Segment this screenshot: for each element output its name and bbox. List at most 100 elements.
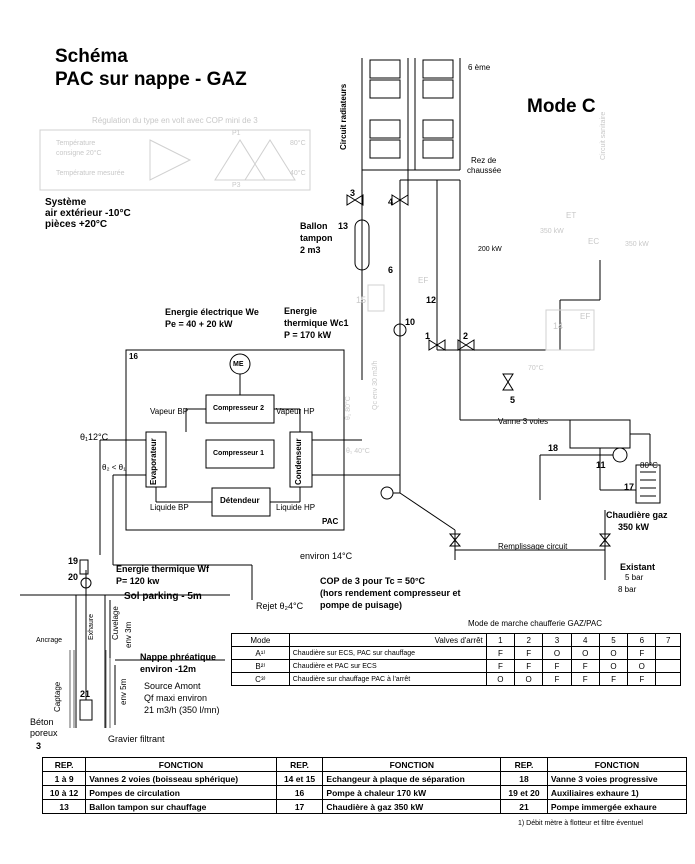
reference-table: REP. FONCTION REP. FONCTION REP. FONCTIO… xyxy=(41,757,688,814)
num-3: 3 xyxy=(350,188,356,198)
faint-p1: P1 xyxy=(232,130,241,137)
pac-me: ME xyxy=(233,361,244,368)
faint-15: 15 xyxy=(356,295,367,305)
col-5: 5 xyxy=(598,633,629,647)
circuit-radiateurs: Circuit radiateurs xyxy=(339,83,348,150)
ref-cell: Auxiliaires exhaure 1) xyxy=(546,785,688,800)
ref-cell: Vannes 2 voies (boisseau sphérique) xyxy=(85,771,277,786)
ballon-tampon xyxy=(354,219,370,271)
faint-qc: Qc env 30 m3/h xyxy=(372,360,379,410)
faint-regulation: Régulation du type en volt avec COP mini… xyxy=(92,116,258,125)
faint-14: 14 xyxy=(553,321,564,331)
ref-cell: 19 et 20 xyxy=(500,785,548,800)
ref-head: FONCTION xyxy=(85,757,277,772)
pac-label: PAC xyxy=(322,517,339,526)
num-6: 6 xyxy=(388,265,394,275)
cell: O xyxy=(627,659,657,673)
regulation-diagram-faint xyxy=(39,129,595,351)
ref-cell: 16 xyxy=(275,785,324,800)
source-line1: Source Amont xyxy=(144,681,201,691)
nappe-line1: Nappe phréatique xyxy=(140,652,217,662)
row-mode: A¹⁾ xyxy=(231,646,290,660)
row-desc: Chaudière et PAC sur ECS xyxy=(288,659,487,673)
chaudiere-line1: Chaudière gaz xyxy=(606,510,668,520)
ballon-line3: 2 m3 xyxy=(300,245,321,255)
chaudiere-line2: 350 kW xyxy=(618,522,650,532)
ref-head: FONCTION xyxy=(546,757,688,772)
well-env3m: env 3m xyxy=(124,621,133,648)
p200-label: 200 kW xyxy=(478,246,502,253)
mode-head: Mode xyxy=(231,633,290,647)
ref-cell: 17 xyxy=(275,799,324,814)
pac-evaporateur: Evaporateur xyxy=(149,438,158,485)
ref-head: FONCTION xyxy=(322,757,502,772)
cop-line1: COP de 3 pour Tc = 50°C xyxy=(320,576,426,586)
col-3: 3 xyxy=(542,633,572,647)
energie-therm-c-line2: thermique Wc1 xyxy=(284,318,349,328)
ref-cell: Vanne 3 voies progressive xyxy=(546,771,688,786)
num-4: 4 xyxy=(388,197,394,207)
valves xyxy=(346,194,612,547)
cell: F xyxy=(570,659,600,673)
row-desc: Chaudière sur chauffage PAC à l'arrêt xyxy=(288,672,487,686)
table-row: C³⁾ Chaudière sur chauffage PAC à l'arrê… xyxy=(231,672,681,686)
table-row: 13 Ballon tampon sur chauffage 17 Chaudi… xyxy=(41,799,688,814)
faint-t70: 70°C xyxy=(528,365,544,372)
pac-liquide-hp: Liquide HP xyxy=(276,503,316,512)
ref-cell: 14 et 15 xyxy=(275,771,324,786)
energie-wf-line1: Energie thermique Wf xyxy=(116,564,210,574)
mode-table-title: Mode de marche chaufferie GAZ/PAC xyxy=(468,619,602,628)
source-line3: 21 m3/h (350 l/mn) xyxy=(144,705,220,715)
pump-10 xyxy=(393,323,407,337)
pump-11 xyxy=(612,447,628,463)
sol-parking: Sol parking - 5m xyxy=(124,591,202,602)
systeme-line1: Système xyxy=(45,197,87,208)
pac-comp1: Compresseur 1 xyxy=(213,450,264,457)
pump-bottom xyxy=(380,486,394,500)
rez-line2: chaussée xyxy=(467,166,502,175)
row-desc: Chaudière sur ECS, PAC sur chauffage xyxy=(288,646,487,660)
systeme-line3: pièces +20°C xyxy=(45,219,108,230)
num-17: 17 xyxy=(624,482,635,492)
environ14: environ 14°C xyxy=(300,551,353,561)
well-exhaure: Exhaure xyxy=(88,613,95,640)
faint-et: ET xyxy=(566,211,577,220)
vanne-3-voies-label: Vanne 3 voies xyxy=(498,417,549,426)
well-env5m: env 5m xyxy=(119,678,128,705)
num-20: 20 xyxy=(68,572,79,582)
ref-cell: Pompe immergée exhaure xyxy=(546,799,688,814)
ballon-line2: tampon xyxy=(300,233,333,243)
valves-head: Valves d'arrêt xyxy=(288,633,487,647)
theta2: θ₂ < θ₁ xyxy=(102,463,126,472)
energie-therm-c-line1: Energie xyxy=(284,306,318,316)
mode-label: Mode C xyxy=(527,96,596,117)
num-2: 2 xyxy=(463,331,469,341)
well-beton: Béton xyxy=(30,717,54,727)
ref-cell: Pompes de circulation xyxy=(85,785,277,800)
well-cuvelage: Cuvelage xyxy=(111,606,120,640)
cell: F xyxy=(627,646,657,660)
col-7: 7 xyxy=(655,633,681,647)
cell: F xyxy=(627,672,657,686)
cell: O xyxy=(570,646,600,660)
pac-vapeur-hp: Vapeur HP xyxy=(276,407,315,416)
energie-elec-line1: Energie électrique We xyxy=(165,307,259,317)
pac-num-16: 16 xyxy=(129,352,138,361)
systeme-line2: air extérieur -10°C xyxy=(45,208,131,219)
source-line2: Qf maxi environ xyxy=(144,693,208,703)
num-1: 1 xyxy=(425,331,431,341)
ref-cell: Chaudière à gaz 350 kW xyxy=(322,799,502,814)
title-line1: Schéma xyxy=(55,46,128,67)
ref-cell: Ballon tampon sur chauffage xyxy=(85,799,277,814)
pac-condenseur: Condenseur xyxy=(294,438,303,485)
cell: F xyxy=(542,672,572,686)
remplissage: Remplissage circuit xyxy=(498,542,568,551)
col-1: 1 xyxy=(485,633,516,647)
cell xyxy=(655,659,681,673)
ref-head: REP. xyxy=(41,757,87,772)
cell: F xyxy=(514,659,544,673)
cell: O xyxy=(598,646,629,660)
existant-line3: 8 bar xyxy=(618,585,637,594)
pac-liquide-bp: Liquide BP xyxy=(150,503,189,512)
ref-cell: Echangeur à plaque de séparation xyxy=(322,771,502,786)
